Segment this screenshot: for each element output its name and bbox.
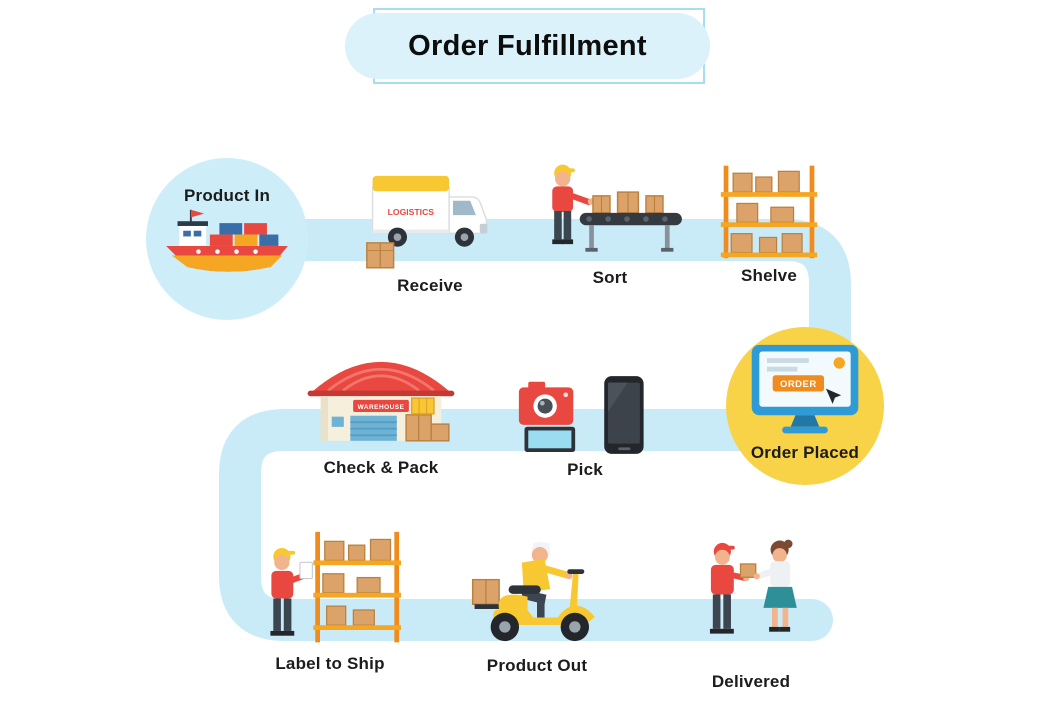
step-sort: Sort (534, 158, 686, 288)
delivery-truck-icon: LOGISTICS (366, 175, 488, 269)
step-label-delivered: Delivered (711, 672, 791, 691)
warehouse-icon: WAREHOUSE (307, 361, 455, 442)
step-delivered: Delivered (688, 520, 814, 692)
shelf-rack-icon (720, 165, 818, 259)
step-label-pick: Pick (567, 460, 603, 479)
scooter-rider-icon (471, 541, 595, 642)
pick-devices-icon (518, 376, 644, 454)
svg-text:LOGISTICS: LOGISTICS (388, 207, 435, 217)
step-shelve: Shelve (716, 160, 822, 286)
step-label-product-out: Product Out (486, 656, 588, 675)
handoff-people-icon (709, 539, 797, 634)
step-label-order-placed: Order Placed (750, 443, 860, 462)
svg-text:ORDER: ORDER (780, 379, 817, 390)
step-product-in: Product In (146, 158, 308, 320)
cargo-ship-icon (166, 209, 288, 272)
step-receive: LOGISTICS Receive (360, 164, 500, 296)
order-monitor-icon: ORDER (751, 344, 859, 434)
step-check-pack: WAREHOUSE Check & Pack (302, 344, 460, 478)
step-label-receive: Receive (397, 276, 463, 295)
step-pick: Pick (517, 374, 653, 480)
step-label-check-pack: Check & Pack (323, 458, 439, 477)
step-label-shelve: Shelve (740, 266, 797, 285)
title-block: Order Fulfillment (345, 8, 710, 84)
step-order-placed: ORDER Order Placed (726, 327, 884, 485)
svg-text:WAREHOUSE: WAREHOUSE (358, 404, 405, 411)
step-label-sort: Sort (592, 268, 628, 287)
sort-conveyor-icon (552, 164, 682, 252)
step-label-to-ship: Label to Ship (256, 528, 404, 674)
step-label-label-to-ship: Label to Ship (275, 654, 385, 673)
worker-shelf-icon (270, 531, 402, 643)
step-label-product-in: Product In (183, 186, 271, 205)
step-product-out: Product Out (467, 530, 607, 676)
page-title: Order Fulfillment (345, 13, 710, 79)
